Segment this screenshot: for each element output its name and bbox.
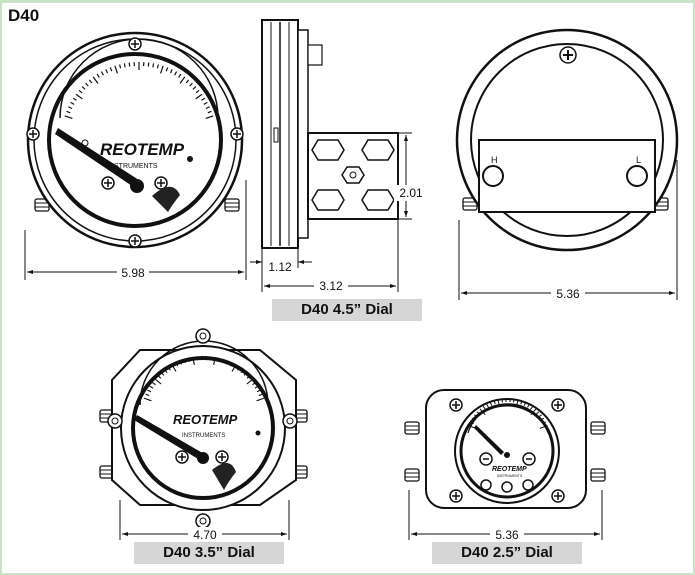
front-view-25: REOTEMP INSTRUMENTS 5.36 (404, 389, 606, 542)
caption-dial-35: D40 3.5” Dial (134, 542, 284, 564)
screw-icon (480, 479, 492, 491)
screw-icon (154, 176, 168, 190)
pointer-counterweight (212, 462, 236, 490)
bolt-icon (361, 139, 395, 161)
port-high (482, 165, 504, 187)
screw-icon (230, 127, 244, 141)
port-high-label: H (491, 155, 498, 165)
brand-subtitle: INSTRUMENTS (107, 163, 158, 170)
dimension-label: 4.70 (193, 528, 217, 542)
brand-logo: REOTEMP (173, 412, 238, 427)
screw-icon (128, 234, 142, 248)
screw-icon (26, 127, 40, 141)
caption-dial-45: D40 4.5” Dial (272, 299, 422, 321)
port-fitting-icon (590, 468, 606, 482)
screw-icon (449, 489, 463, 503)
dimension-label: 5.36 (556, 287, 580, 301)
port-low (626, 165, 648, 187)
screw-icon (128, 37, 142, 51)
screw-icon (551, 489, 565, 503)
pointer-needle (55, 128, 142, 190)
port-low-label: L (636, 155, 641, 165)
bolt-icon (311, 189, 345, 211)
pin-icon (255, 430, 261, 436)
brand-logo: REOTEMP (100, 140, 185, 159)
screw-icon (101, 176, 115, 190)
pointer-hub (504, 452, 510, 458)
bolt-icon (361, 189, 395, 211)
port-fitting-icon (224, 198, 240, 212)
dimension-label: 3.12 (319, 279, 343, 293)
screw-icon (215, 450, 229, 464)
back-view: H L 5.36 (455, 28, 679, 301)
front-view-35: REOTEMP INSTRUMENTS 4.70 (99, 328, 308, 542)
screw-icon (551, 398, 565, 412)
caption-dial-25: D40 2.5” Dial (432, 542, 582, 564)
rear-case-inner (470, 43, 664, 237)
port-fitting-icon (590, 421, 606, 435)
brand-subtitle: INSTRUMENTS (182, 433, 225, 439)
pin-icon (187, 156, 193, 162)
scale-ticks (64, 62, 214, 119)
dial-face (47, 52, 223, 228)
page-title: D40 (8, 6, 40, 25)
scale-ticks (468, 398, 548, 429)
screw-icon (501, 481, 513, 493)
port-fitting-icon (404, 421, 420, 435)
rear-manifold (478, 139, 656, 213)
pointer-hub (130, 179, 144, 193)
dial-face-25 (459, 403, 555, 499)
scale-ticks (143, 355, 265, 402)
screw-icon (449, 398, 463, 412)
side-view: 2.01 1.12 3.12 (250, 19, 428, 293)
bolt-icon (311, 139, 345, 161)
screw-icon (175, 450, 189, 464)
pointer-needle (474, 425, 504, 455)
dimension-label: 2.01 (399, 186, 423, 200)
pointer-hub (197, 452, 209, 464)
port-fitting-icon (404, 468, 420, 482)
front-view-45: REOTEMP INSTRUMENTS 5.98 (24, 31, 247, 280)
dimension-label: 1.12 (268, 260, 292, 274)
brand-subtitle: INSTRUMENTS (497, 474, 523, 478)
pointer-counterweight (152, 186, 180, 212)
dimension-label: 5.98 (121, 266, 145, 280)
pointer-needle (134, 415, 206, 462)
brand-logo: REOTEMP (492, 466, 527, 473)
screw-icon (522, 479, 534, 491)
dimension-label: 5.36 (495, 528, 519, 542)
dial-face-35 (131, 356, 275, 500)
